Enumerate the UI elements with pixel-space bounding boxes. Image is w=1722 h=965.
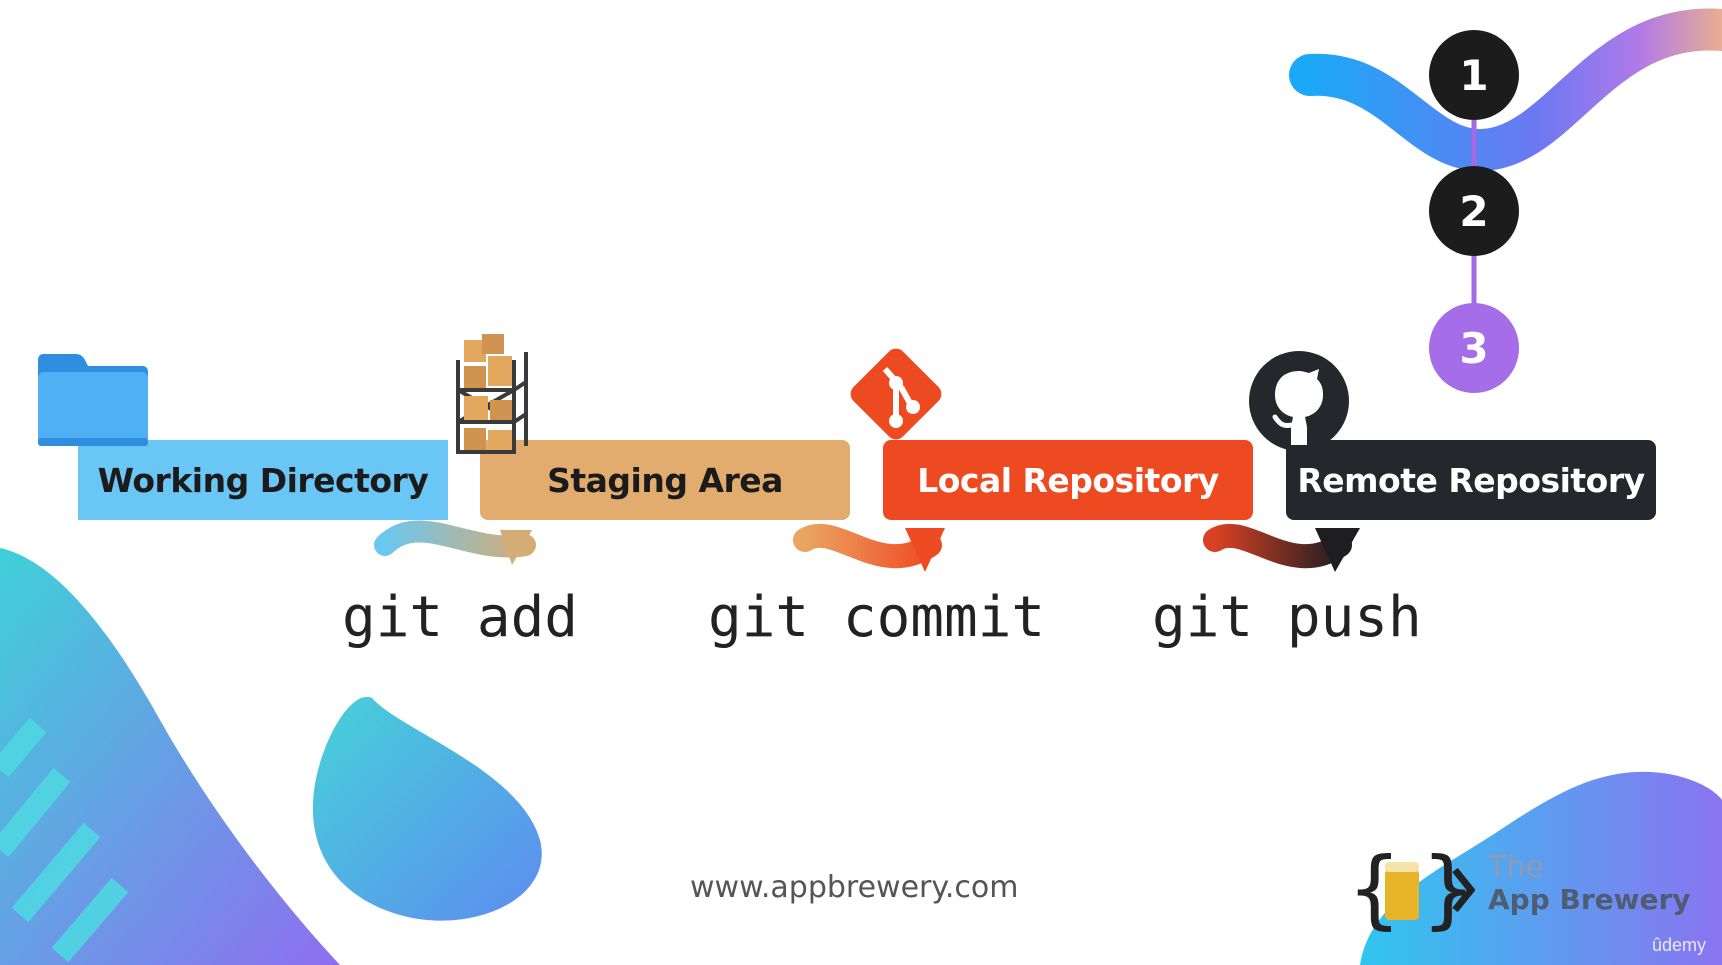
command-git-push: git push xyxy=(1152,585,1422,650)
command-git-commit: git commit xyxy=(708,585,1046,650)
step-2: 2 xyxy=(1429,166,1519,256)
svg-text:}: } xyxy=(1421,840,1475,939)
git-logo-icon xyxy=(850,348,942,440)
website-url: www.appbrewery.com xyxy=(690,870,1019,905)
warehouse-shelves-icon xyxy=(456,334,528,454)
folder-icon xyxy=(38,354,148,446)
brand-name: The App Brewery xyxy=(1488,852,1691,916)
udemy-watermark: ûdemy xyxy=(1652,935,1707,955)
github-octocat-icon xyxy=(1249,351,1349,451)
step-3: 3 xyxy=(1429,303,1519,393)
stage-label: Local Repository xyxy=(917,460,1219,500)
stage-local-repository: Local Repository xyxy=(883,440,1253,520)
stage-remote-repository: Remote Repository xyxy=(1286,440,1656,520)
stage-label: Remote Repository xyxy=(1297,460,1645,500)
step-number: 1 xyxy=(1459,50,1489,100)
command-git-add: git add xyxy=(342,585,579,650)
brand-line2: App Brewery xyxy=(1488,883,1691,916)
stage-label: Working Directory xyxy=(97,460,429,500)
app-brewery-logo-icon: { } xyxy=(1347,840,1475,939)
step-1: 1 xyxy=(1429,30,1519,120)
stage-working-directory: Working Directory xyxy=(78,440,448,520)
stage-staging-area: Staging Area xyxy=(480,440,850,520)
brand-line1: The xyxy=(1488,850,1544,885)
stage-label: Staging Area xyxy=(547,460,783,500)
step-number: 2 xyxy=(1459,186,1489,236)
step-number: 3 xyxy=(1459,323,1489,373)
